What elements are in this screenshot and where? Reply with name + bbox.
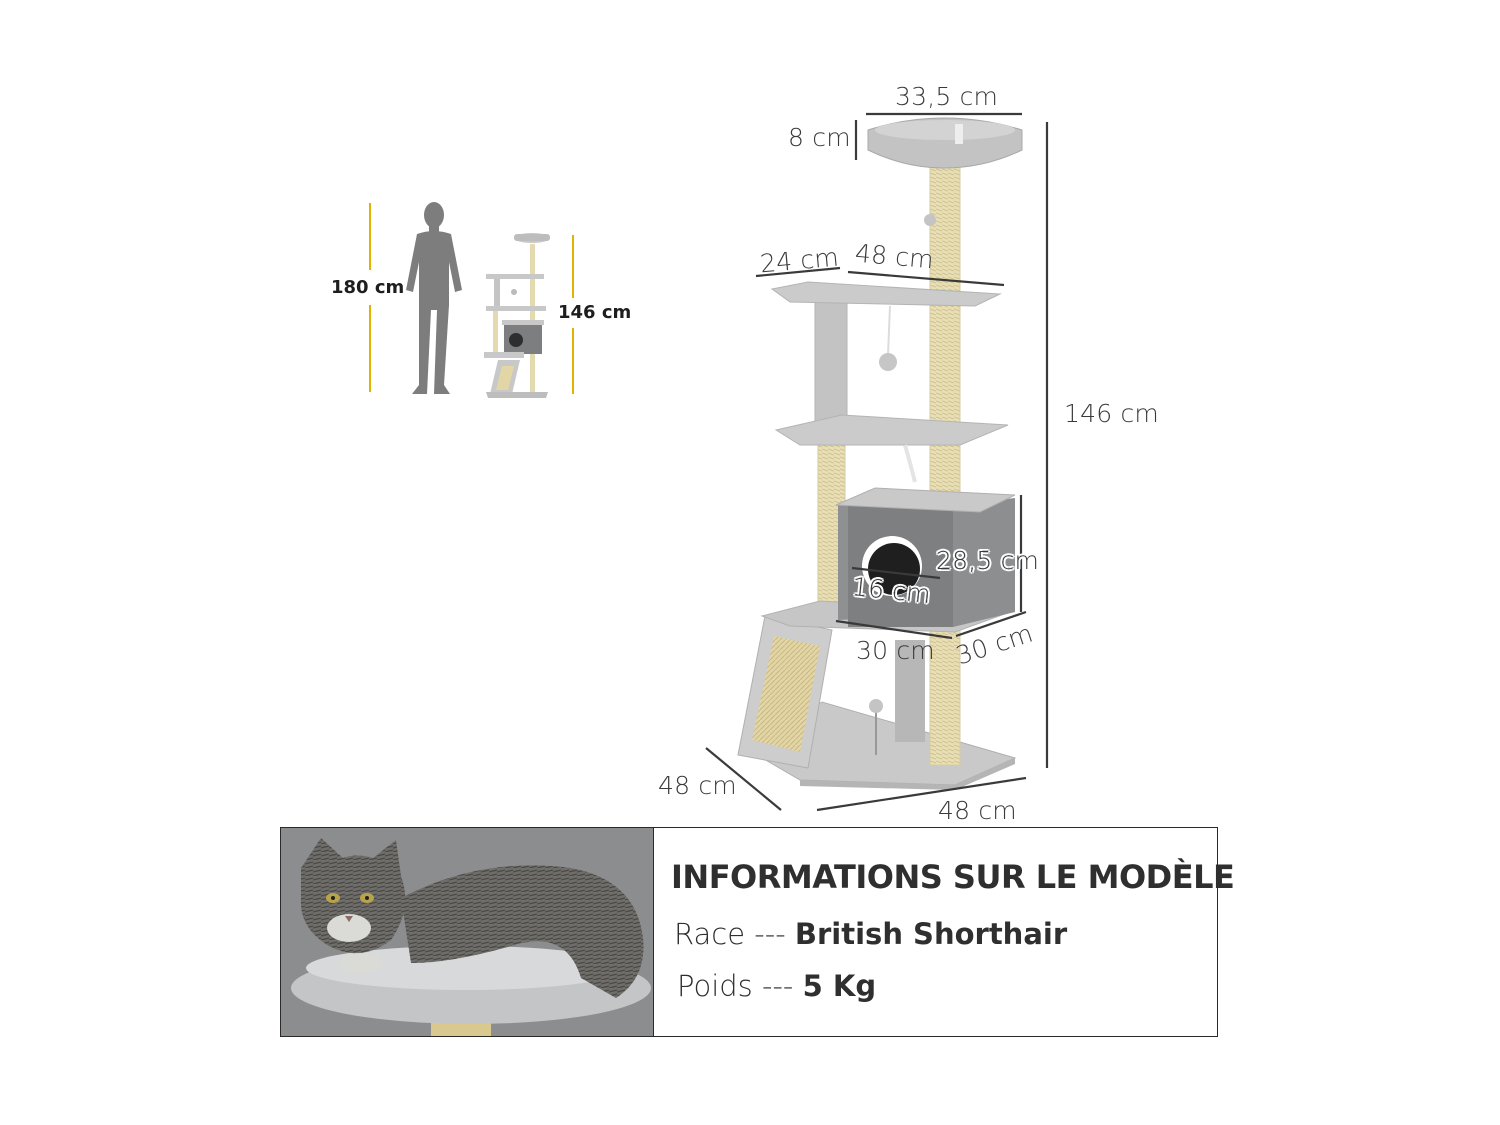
lower-post xyxy=(895,640,925,742)
dimension-lines xyxy=(705,112,1049,812)
platform-width-line xyxy=(847,270,1005,287)
race-row: Race --- British Shorthair xyxy=(674,917,1067,951)
house-height-label: 28,5 cm xyxy=(936,546,1040,575)
cat-house xyxy=(835,487,1016,627)
hole-width-line xyxy=(851,566,941,580)
house-width-line xyxy=(835,619,953,640)
race-label: Race --- xyxy=(674,917,795,951)
weight-row: Poids --- 5 Kg xyxy=(677,969,876,1003)
base-toy-ball xyxy=(869,699,883,713)
base-width-line xyxy=(816,776,1027,812)
left-gray-post xyxy=(814,301,848,425)
race-value: British Shorthair xyxy=(794,917,1068,951)
house-width-label: 30 cm xyxy=(856,636,935,665)
cat-model-photo xyxy=(281,828,654,1036)
house-depth-line xyxy=(955,610,1027,638)
total-height-label: 146 cm xyxy=(1064,399,1159,428)
base-depth-label: 48 cm xyxy=(658,771,737,800)
upper-platform xyxy=(770,281,1002,307)
model-info-box: INFORMATIONS SUR LE MODÈLE Race --- Brit… xyxy=(280,827,1235,1037)
top-height-label: 8 cm xyxy=(788,123,851,152)
weight-value: 5 Kg xyxy=(802,969,877,1003)
scale-reference xyxy=(369,202,574,398)
middle-platform xyxy=(774,414,1009,446)
base-width-label: 48 cm xyxy=(938,796,1017,825)
house-roof xyxy=(835,487,1016,513)
weight-label: Poids --- xyxy=(677,969,803,1003)
main-sisal-post xyxy=(929,159,961,766)
person-height-label: 180 cm xyxy=(331,277,405,298)
top-width-label: 33,5 cm xyxy=(895,82,999,111)
tree-height-label: 146 cm xyxy=(558,302,632,323)
base-depth-line xyxy=(705,747,782,811)
cat-tree-illustration xyxy=(737,117,1023,790)
top-bed xyxy=(867,117,1023,169)
person-silhouette-icon xyxy=(406,202,462,394)
mini-cat-tree-icon xyxy=(484,233,550,398)
model-info-title: INFORMATIONS SUR LE MODÈLE xyxy=(671,858,1235,896)
platform-depth-line xyxy=(755,266,841,278)
hanging-toy-ball xyxy=(879,353,897,371)
